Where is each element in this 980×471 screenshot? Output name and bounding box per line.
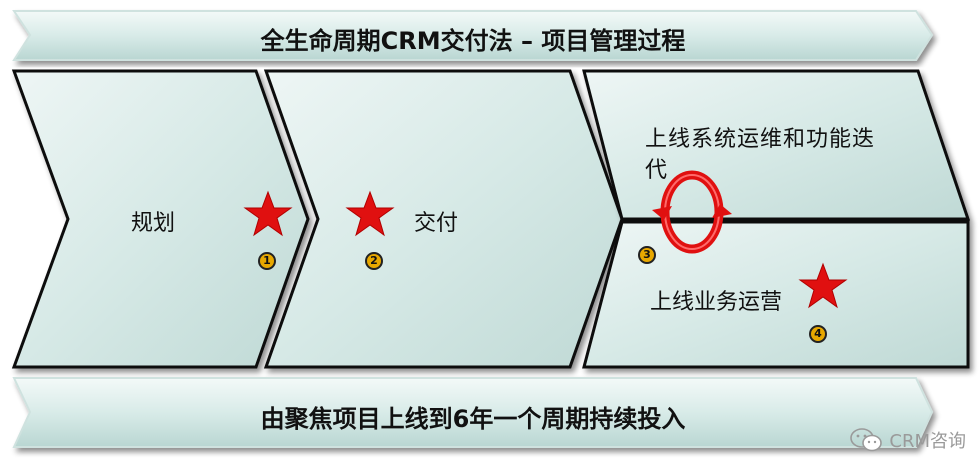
badge-3: 3: [638, 246, 656, 264]
stage-planning-chevron: [11, 69, 310, 369]
badge-4: 4: [809, 325, 827, 343]
star-icon-operations: [798, 262, 848, 309]
stage-delivery-chevron: [263, 69, 624, 369]
wechat-icon: [850, 428, 883, 452]
stage-ops-lower-panel: [582, 220, 970, 369]
stage-delivery-label: 交付: [414, 211, 459, 236]
footer-banner: [12, 377, 934, 448]
header-banner: [12, 10, 934, 61]
star-icon-planning: [243, 190, 293, 237]
stage-ops-label-line1: 上线系统运维和功能迭: [645, 127, 876, 152]
badge-1: 1: [258, 252, 276, 270]
watermark: CRM咨询: [849, 427, 966, 453]
stage-business-label: 上线业务运营: [650, 290, 783, 315]
badge-2: 2: [365, 252, 383, 270]
stage-planning-label: 规划: [131, 211, 176, 236]
star-icon-delivery: [345, 190, 395, 237]
footer-text: 由聚焦项目上线到6年一个周期持续投入: [260, 405, 686, 433]
watermark-text: CRM咨询: [889, 431, 966, 452]
header-title: 全生命周期CRM交付法 – 项目管理过程: [260, 27, 686, 55]
cycle-arrows-icon: [652, 170, 732, 254]
stage-ops-label-line2: 代: [645, 158, 668, 183]
